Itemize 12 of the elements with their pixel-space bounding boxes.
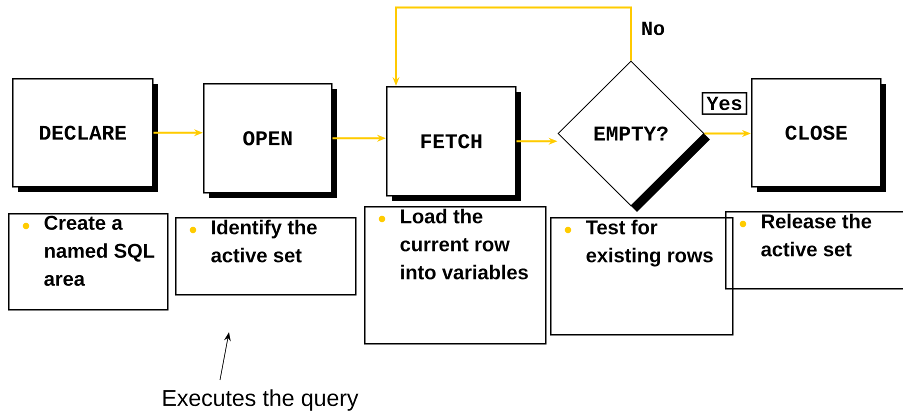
description-box: Create a named SQL area xyxy=(8,213,168,310)
note-text: Executes the query xyxy=(163,389,358,411)
description-box: Load the current row into variables xyxy=(364,206,546,344)
description-box: Identify the active set xyxy=(175,217,356,296)
description-box: Test for existing rows xyxy=(550,217,734,336)
process-box: OPEN xyxy=(203,83,337,198)
process-box: FETCH xyxy=(386,86,521,201)
process-box: CLOSE xyxy=(751,78,886,192)
edge-label: No xyxy=(640,20,666,36)
description-box: Release the active set xyxy=(725,211,903,290)
edge-label: Yes xyxy=(702,92,748,115)
process-box: DECLARE xyxy=(12,78,158,192)
